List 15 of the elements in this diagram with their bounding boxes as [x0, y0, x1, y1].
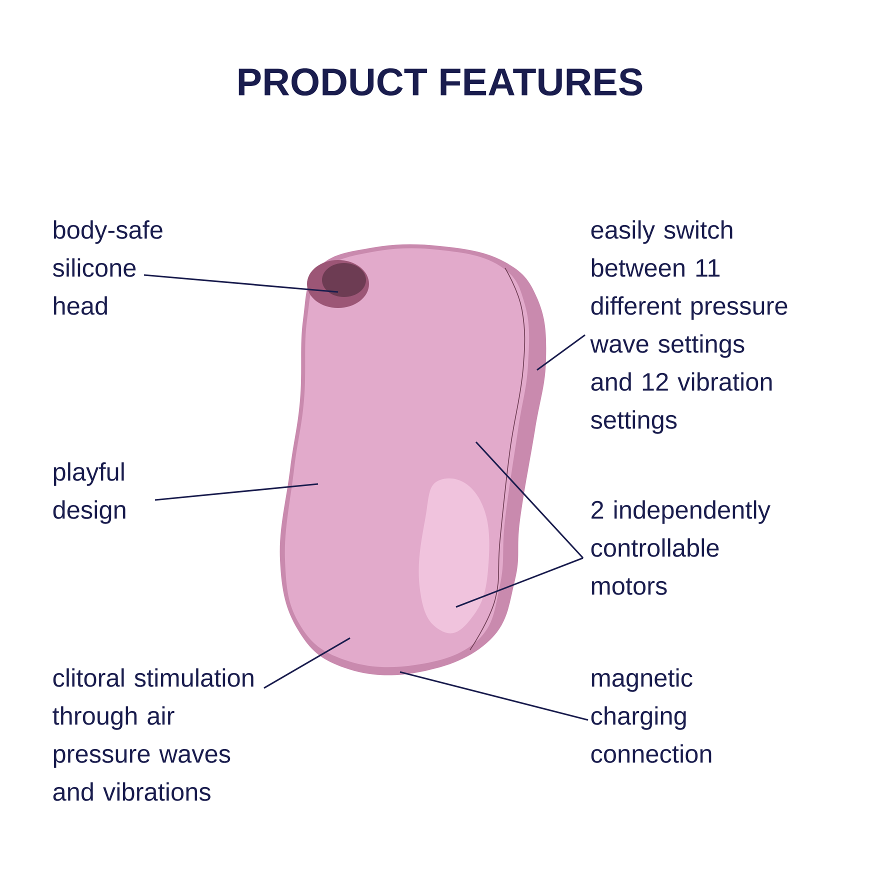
feature-label: easily switch between 11 different pressure wave settings and 12 vibration settings	[590, 220, 788, 434]
leader-line	[144, 274, 338, 293]
feature-label: clitoral stimulation through air pressure waves and vibrations	[52, 668, 254, 801]
leader-line	[264, 637, 350, 689]
product-drawing	[280, 244, 546, 676]
feature-label: magnetic charging connection	[591, 668, 712, 763]
leader-line	[456, 557, 584, 608]
leader-line	[536, 334, 586, 371]
leader-line	[475, 441, 584, 559]
leader-line	[154, 483, 318, 501]
feature-label: playful design	[53, 462, 126, 524]
leader-line	[400, 671, 588, 721]
title: PRODUCT FEATURES	[238, 68, 642, 96]
feature-label: 2 independently controllable motors	[591, 500, 770, 595]
feature-label: body-safe silicone head	[52, 220, 162, 315]
